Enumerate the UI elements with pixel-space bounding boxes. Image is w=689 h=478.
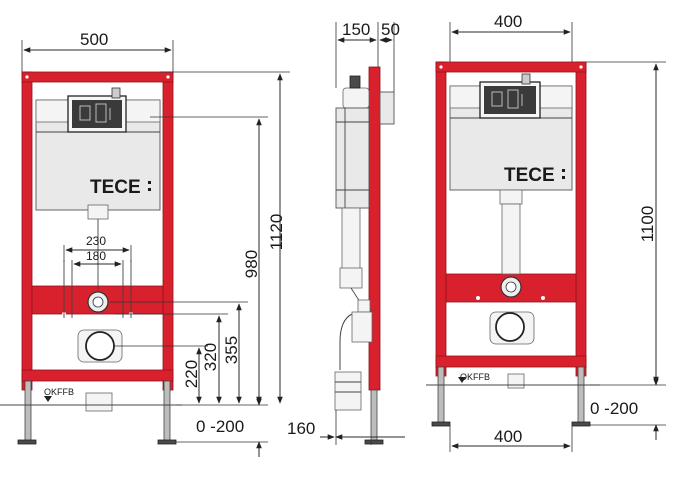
front-drain-opening — [85, 331, 115, 361]
front-waste-outlet — [85, 392, 113, 412]
right-floor-label: OKFFB — [460, 372, 490, 382]
side-bracket — [379, 91, 395, 125]
right-flush-mechanism — [484, 86, 536, 114]
right-flush-pipe — [501, 203, 521, 275]
right-width-bottom-label: 400 — [494, 427, 522, 446]
right-top-rail — [435, 61, 587, 73]
right-height-1100-label: 1100 — [638, 206, 657, 243]
side-inlet-fitting — [357, 299, 371, 313]
right-right-upright — [575, 61, 587, 377]
right-flush-pipe-top — [499, 189, 523, 205]
right-right-foot — [571, 421, 591, 427]
right-drain-opening — [495, 312, 525, 342]
side-dimensions: 150 50 160 — [287, 20, 405, 445]
front-bottom-rail — [21, 369, 174, 382]
front-left-leg — [24, 380, 32, 444]
side-valve — [342, 87, 370, 109]
side-offset-160-label: 160 — [287, 419, 315, 438]
side-depth-150-label: 150 — [342, 20, 370, 39]
side-depth-50-label: 50 — [381, 20, 400, 39]
front-right-upright — [162, 71, 174, 391]
front-view: TECE OKFFB — [0, 71, 182, 445]
right-left-foot — [431, 421, 451, 427]
front-height-220-label: 220 — [182, 360, 201, 388]
right-brand-logo: TECE — [504, 165, 555, 186]
front-dimensions: 500 230 180 1120 980 355 320 220 0 -200 — [21, 30, 290, 457]
right-bottom-rail — [435, 355, 587, 368]
front-width-label: 500 — [80, 30, 108, 49]
right-left-upright — [435, 61, 447, 377]
front-height-320-label: 320 — [201, 343, 220, 371]
right-left-leg — [437, 366, 445, 426]
right-dimensions: 400 400 1100 0 -200 — [449, 12, 666, 452]
front-spacing-180-label: 180 — [86, 249, 106, 263]
side-drain-elbow — [351, 311, 373, 343]
front-top-rail — [21, 71, 174, 83]
side-valve-cap — [349, 75, 361, 89]
front-height-1120-label: 1120 — [267, 214, 286, 251]
right-leg-adjust-label: 0 -200 — [590, 399, 638, 418]
front-flush-pipe-top — [87, 204, 109, 220]
front-right-leg — [163, 380, 171, 444]
side-view — [334, 66, 395, 445]
side-cistern — [335, 107, 370, 209]
front-leg-adjust-label: 0 -200 — [196, 417, 244, 436]
front-right-foot — [157, 439, 177, 445]
right-view: TECE OKFFB — [426, 61, 600, 427]
right-width-top-label: 400 — [494, 12, 522, 31]
right-right-leg — [577, 366, 585, 426]
front-height-355-label: 355 — [222, 336, 241, 364]
front-height-980-label: 980 — [242, 250, 261, 278]
side-flush-pipe — [341, 207, 361, 271]
side-pipe-joint — [339, 267, 363, 289]
side-foot — [364, 439, 384, 445]
front-floor-label: OKFFB — [44, 387, 74, 397]
right-waste-outlet — [507, 373, 525, 389]
front-spacing-230-label: 230 — [86, 234, 106, 248]
front-brand-logo: TECE — [90, 177, 141, 198]
front-left-upright — [21, 71, 33, 391]
side-leg — [370, 389, 378, 444]
front-left-foot — [17, 439, 37, 445]
side-waste-pipe — [334, 371, 362, 411]
